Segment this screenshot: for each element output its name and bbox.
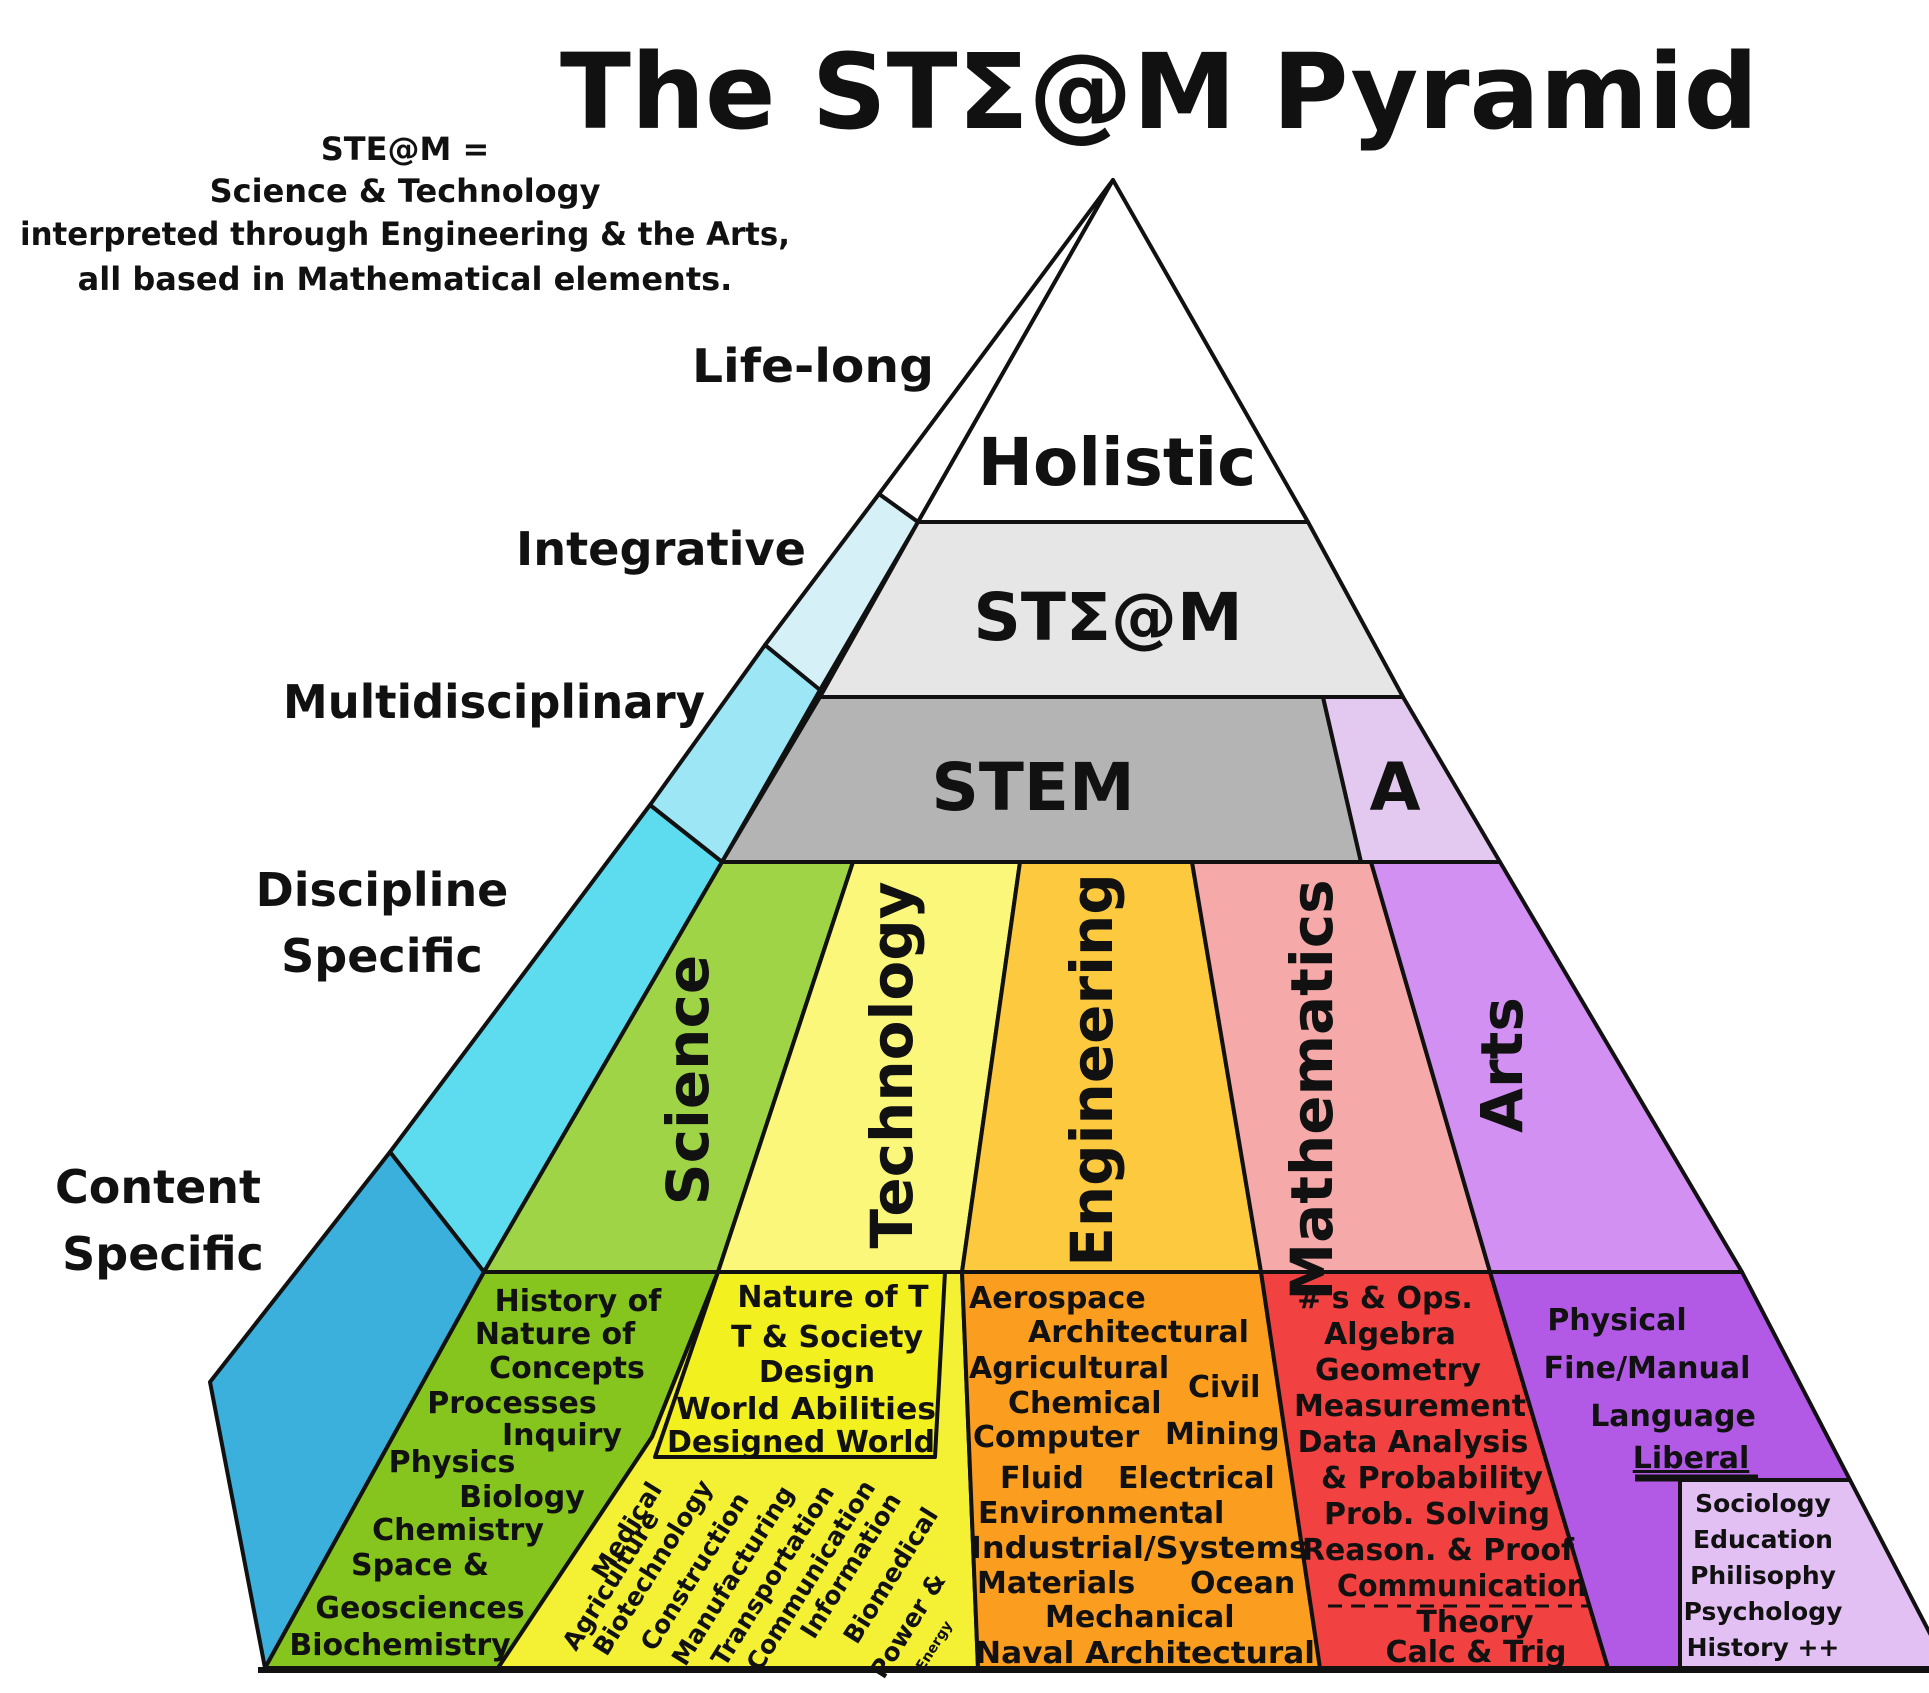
band-a-label: A (1369, 749, 1420, 826)
engineering-item: Fluid (1000, 1461, 1084, 1496)
level-multidisciplinary: Multidisciplinary (283, 675, 705, 729)
column-mathematics-label: Mathematics (1278, 879, 1346, 1300)
science-item: Biochemistry (289, 1628, 511, 1663)
page-title: The STΣ@M Pyramid (560, 31, 1758, 153)
arts-item: Language (1590, 1399, 1756, 1434)
science-item: Inquiry (502, 1418, 622, 1453)
engineering-item: Architectural (1028, 1315, 1249, 1350)
liberal-item: History ++ (1687, 1633, 1840, 1662)
science-item: Processes (427, 1386, 596, 1421)
band-holistic-label: Holistic (978, 424, 1256, 501)
science-item: Chemistry (372, 1513, 544, 1548)
engineering-item: Chemical (1008, 1386, 1162, 1421)
level-content: Content (55, 1160, 261, 1214)
engineering-item: Computer (973, 1420, 1139, 1455)
engineering-item: Ocean (1190, 1566, 1295, 1601)
mathematics-item: & Probability (1321, 1461, 1543, 1496)
engineering-item: Environmental (978, 1496, 1224, 1531)
level-content-specific: Specific (62, 1227, 264, 1281)
column-science-label: Science (654, 955, 722, 1205)
mathematics-item: Reason. & Proof (1302, 1533, 1575, 1568)
definition-line-3: interpreted through Engineering & the Ar… (20, 215, 790, 253)
science-item: Space & (351, 1548, 489, 1583)
engineering-item: Mining (1165, 1417, 1280, 1452)
engineering-item: Aerospace (969, 1281, 1146, 1316)
engineering-item: Naval Architectural (975, 1636, 1315, 1671)
technology-item: World Abilities (676, 1392, 936, 1427)
mathematics-item: Geometry (1315, 1353, 1481, 1388)
level-lifelong: Life-long (692, 339, 934, 393)
definition-line-4: all based in Mathematical elements. (78, 260, 733, 298)
science-item: History of (495, 1284, 663, 1319)
definition-line-2: Science & Technology (210, 172, 601, 210)
engineering-item: Civil (1188, 1370, 1260, 1405)
band-steam-label: STΣ@M (973, 579, 1242, 656)
science-item: Physics (389, 1445, 516, 1480)
liberal-item: Philisophy (1690, 1561, 1836, 1590)
arts-item: Fine/Manual (1544, 1351, 1751, 1386)
mathematics-item: Prob. Solving (1324, 1497, 1550, 1532)
column-arts-label: Arts (1468, 997, 1536, 1133)
band-stem-label: STEM (931, 749, 1134, 826)
mathematics-item: Theory (1416, 1605, 1534, 1640)
engineering-item: Electrical (1118, 1461, 1275, 1496)
mathematics-item: Algebra (1324, 1317, 1456, 1352)
definition-line-1: STE@M = (321, 130, 490, 168)
arts-item: Liberal (1633, 1441, 1750, 1476)
science-item: Concepts (489, 1351, 645, 1386)
engineering-item: Industrial/Systems (970, 1531, 1308, 1566)
liberal-item: Education (1693, 1525, 1833, 1554)
column-technology-label: Technology (858, 881, 926, 1248)
technology-item: Design (759, 1355, 875, 1390)
science-item: Geosciences (315, 1591, 524, 1626)
column-engineering-label: Engineering (1058, 873, 1126, 1267)
content-liberal-shape (1678, 1478, 1929, 1670)
engineering-item: Agricultural (969, 1351, 1169, 1386)
science-item: Biology (459, 1480, 585, 1515)
mathematics-item: Data Analysis (1298, 1425, 1529, 1460)
liberal-item: Psychology (1684, 1597, 1843, 1626)
engineering-item: Materials (977, 1566, 1135, 1601)
technology-item: Nature of T (737, 1280, 929, 1315)
mathematics-item: Calc & Trig (1385, 1635, 1566, 1670)
mathematics-item: Communication (1337, 1569, 1587, 1604)
level-integrative: Integrative (516, 522, 806, 576)
content-technology-box (653, 1270, 947, 1459)
mathematics-item: Measurement (1294, 1389, 1526, 1424)
technology-item: Designed World (667, 1425, 935, 1460)
technology-item: T & Society (731, 1320, 923, 1355)
mathematics-item: #'s & Ops. (1297, 1281, 1472, 1316)
liberal-item: Sociology (1695, 1489, 1831, 1518)
level-discipline-specific: Specific (281, 929, 483, 983)
engineering-item: Mechanical (1045, 1600, 1235, 1635)
level-discipline: Discipline (256, 863, 509, 917)
arts-item: Physical (1547, 1303, 1686, 1338)
science-item: Nature of (475, 1317, 636, 1352)
